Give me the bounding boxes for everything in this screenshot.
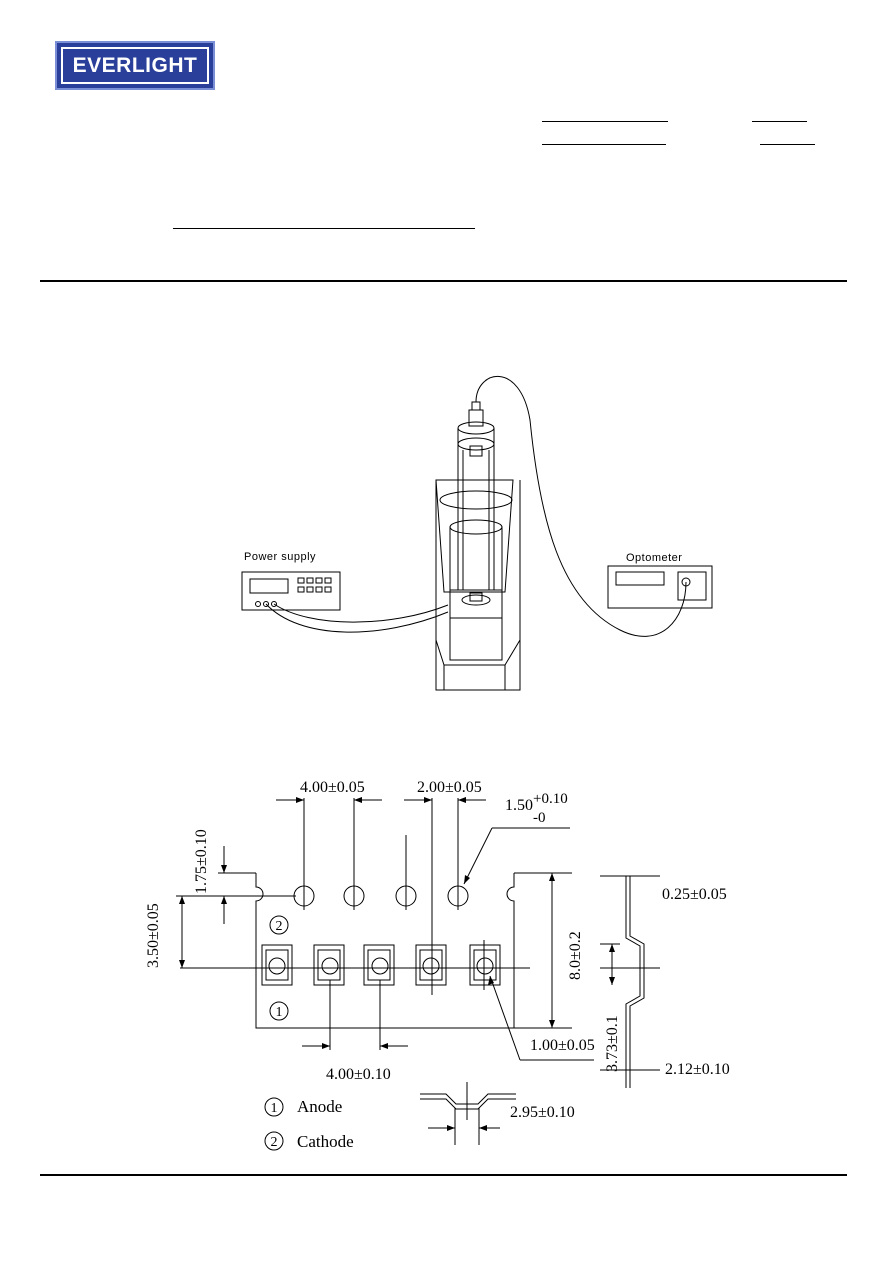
- title-underline: [173, 228, 475, 229]
- dim-pocket-depth-b: 2.12±0.10: [665, 1061, 730, 1078]
- power-supply-device: [241, 571, 341, 611]
- top-rule: [40, 280, 847, 282]
- optometer-label: Optometer: [626, 552, 682, 564]
- legend-anode-label: Anode: [297, 1097, 342, 1116]
- legend-cathode-number: 2: [271, 1135, 278, 1150]
- optometer-device: [607, 565, 713, 609]
- header-line-3: [542, 144, 666, 145]
- pocket-cross-section: [420, 1082, 516, 1145]
- dim-sprocket-pitch: 4.00±0.05: [300, 779, 365, 796]
- dim-hole-to-pocket: 2.00±0.05: [417, 779, 482, 796]
- tape-side-profile: [600, 875, 660, 1088]
- dim-hole-diameter: 1.50: [505, 797, 533, 814]
- everlight-logo: EVERLIGHT: [55, 41, 215, 90]
- header-line-2: [752, 121, 807, 122]
- legend-anode-number: 1: [271, 1101, 278, 1116]
- pin-2-marker: 2: [276, 919, 283, 934]
- dim-pocket-pitch: 4.00±0.10: [326, 1066, 391, 1083]
- dim-tape-width: 8.0±0.2: [567, 931, 584, 980]
- header-line-4: [760, 144, 815, 145]
- pin-1-marker: 1: [276, 1005, 283, 1020]
- dim-pocket-hole: 1.00±0.05: [530, 1037, 595, 1054]
- dim-hole-diameter-tol-lower: -0: [533, 810, 546, 826]
- power-supply-label: Power supply: [244, 551, 316, 563]
- tape-outline: [255, 873, 515, 1029]
- dim-hole-to-pocket-center: 3.50±0.05: [145, 903, 162, 968]
- bottom-rule: [40, 1174, 847, 1176]
- header-line-1: [542, 121, 668, 122]
- tape-pockets: [261, 944, 501, 986]
- integrating-sphere-stand: [435, 401, 521, 691]
- logo-text: EVERLIGHT: [72, 53, 198, 77]
- dim-pocket-depth-a: 3.73±0.1: [604, 1015, 621, 1072]
- dim-tape-thickness: 0.25±0.05: [662, 886, 727, 903]
- dim-hole-diameter-tol-upper: +0.10: [533, 791, 568, 807]
- legend-cathode-label: Cathode: [297, 1132, 354, 1151]
- dim-edge-to-hole: 1.75±0.10: [193, 829, 210, 894]
- logo-frame: EVERLIGHT: [61, 47, 209, 84]
- dim-pocket-width: 2.95±0.10: [510, 1104, 575, 1121]
